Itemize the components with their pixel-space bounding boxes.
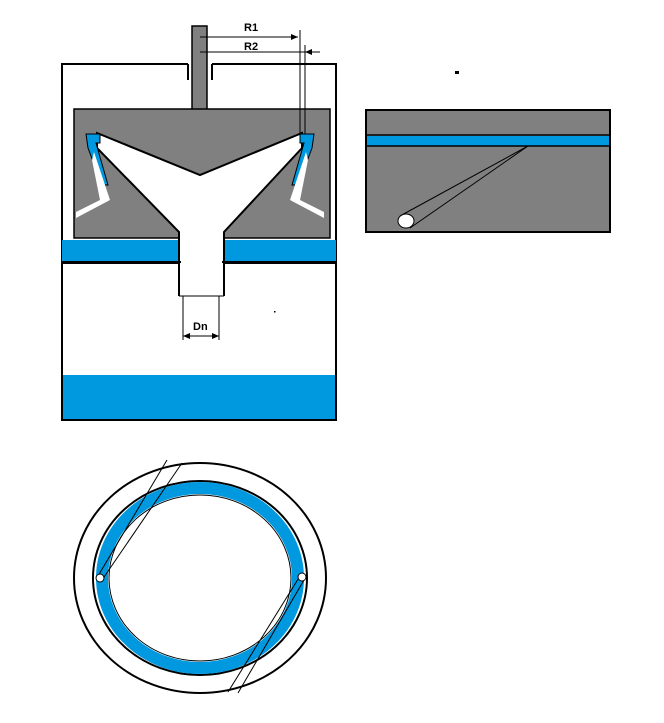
detail-water-film xyxy=(367,136,609,146)
outlet-right-white xyxy=(290,152,324,218)
drive-shaft xyxy=(191,25,208,111)
ring-inner-outline xyxy=(92,480,308,676)
water-layer-bottom xyxy=(63,375,335,419)
tank-divider-right xyxy=(224,261,336,264)
tank-divider-left xyxy=(62,261,179,264)
ring-droplet-right xyxy=(297,572,307,582)
nozzle-gap-fill xyxy=(181,258,222,296)
outlet-left-blue xyxy=(85,133,109,186)
ring-water-inner-edge xyxy=(108,494,292,662)
outlet-right-blue xyxy=(291,133,315,186)
ring-path-left-b xyxy=(101,462,183,581)
ring-path-left-a xyxy=(97,459,168,577)
stray-dot-small xyxy=(274,311,276,313)
dn-arrowhead-left xyxy=(183,333,190,339)
r2-label: R2 xyxy=(244,41,258,53)
ring-top-view xyxy=(73,459,327,694)
detail-trajectory-upper xyxy=(399,145,529,217)
stray-dot xyxy=(455,71,459,74)
y-channel xyxy=(96,131,303,240)
detail-panel xyxy=(365,109,611,233)
dn-label: Dn xyxy=(193,321,208,333)
outlet-left-white xyxy=(76,152,110,218)
r1-label: R1 xyxy=(244,22,258,34)
ring-path-right-a xyxy=(227,575,301,693)
detail-trajectory-lower xyxy=(409,145,529,229)
vessel-section xyxy=(61,25,337,421)
dn-arrowhead-right xyxy=(212,333,219,339)
dimension-dn: Dn xyxy=(182,296,220,340)
dimension-r2: R2 xyxy=(200,41,320,134)
dimension-r1: R1 xyxy=(200,22,301,134)
ring-droplet-left xyxy=(95,573,105,583)
r1-arrowhead xyxy=(291,34,298,40)
ring-path-right-b xyxy=(237,579,305,694)
detail-body xyxy=(365,109,611,233)
detail-droplet xyxy=(397,213,415,229)
